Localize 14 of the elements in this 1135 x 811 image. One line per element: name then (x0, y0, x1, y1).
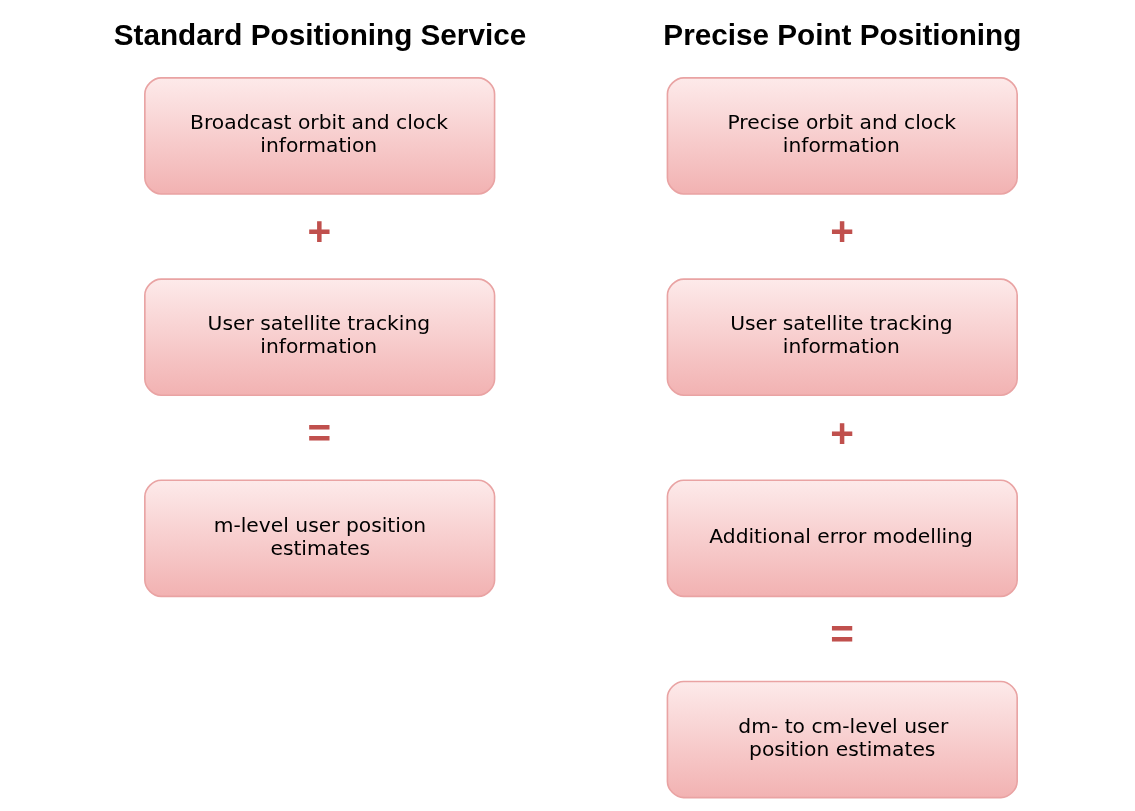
label: = (830, 610, 854, 657)
label: Precise Point Positioning (663, 17, 1022, 51)
node-box: m-level user position estimates (144, 478, 496, 597)
label: + (830, 207, 854, 254)
node-box: User satellite tracking information (144, 277, 496, 396)
label: Standard Positioning Service (113, 17, 527, 51)
label: = (307, 409, 332, 456)
label: + (830, 409, 854, 456)
label: + (307, 207, 332, 254)
node-box: Precise orbit and clock information (666, 76, 1018, 195)
node-box: Additional error modelling (666, 478, 1018, 597)
node-box: dm- to cm-level user position estimates (666, 680, 1018, 798)
node-box: Broadcast orbit and clock information (144, 76, 496, 195)
node-box: User satellite tracking information (666, 277, 1018, 396)
